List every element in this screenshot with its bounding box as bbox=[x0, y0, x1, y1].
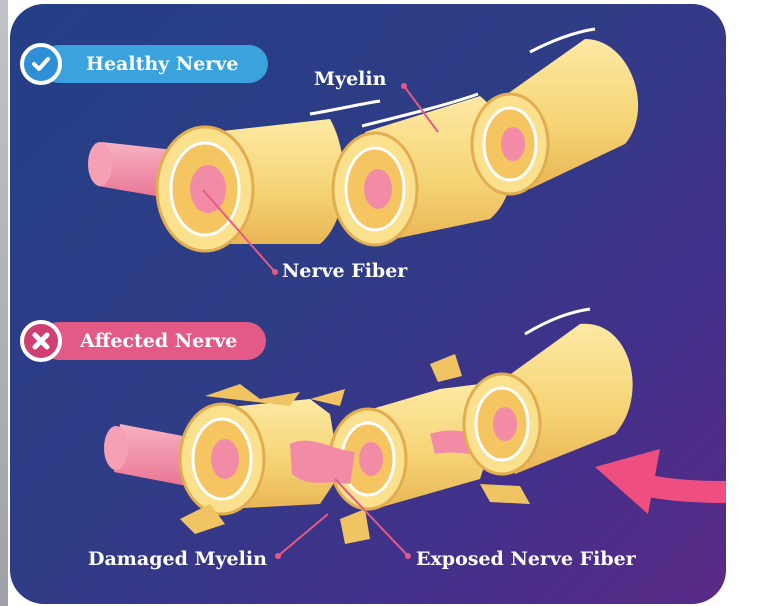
nerve-fiber-label: Nerve Fiber bbox=[282, 260, 407, 282]
arrow-icon bbox=[595, 449, 726, 514]
healthy-nerve-heading: Healthy Nerve bbox=[40, 45, 268, 83]
exposed-nerve-fiber-label: Exposed Nerve Fiber bbox=[416, 548, 636, 570]
nerve-illustration bbox=[10, 4, 726, 604]
damaged-myelin-label: Damaged Myelin bbox=[88, 548, 267, 570]
affected-nerve-title: Affected Nerve bbox=[80, 330, 237, 352]
healthy-nerve-title: Healthy Nerve bbox=[86, 53, 238, 75]
check-icon bbox=[20, 43, 62, 85]
damaged-myelin-leader bbox=[278, 514, 328, 556]
diagram-panel: Healthy Nerve Affected Nerve Myelin Nerv… bbox=[10, 4, 726, 604]
myelin-label: Myelin bbox=[314, 68, 386, 90]
affected-nerve-heading: Affected Nerve bbox=[40, 322, 266, 360]
myelin-segment bbox=[464, 309, 633, 474]
myelin-segment bbox=[157, 119, 344, 251]
myelin-segment bbox=[472, 29, 638, 194]
window-edge bbox=[0, 0, 8, 606]
cross-icon bbox=[20, 320, 62, 362]
